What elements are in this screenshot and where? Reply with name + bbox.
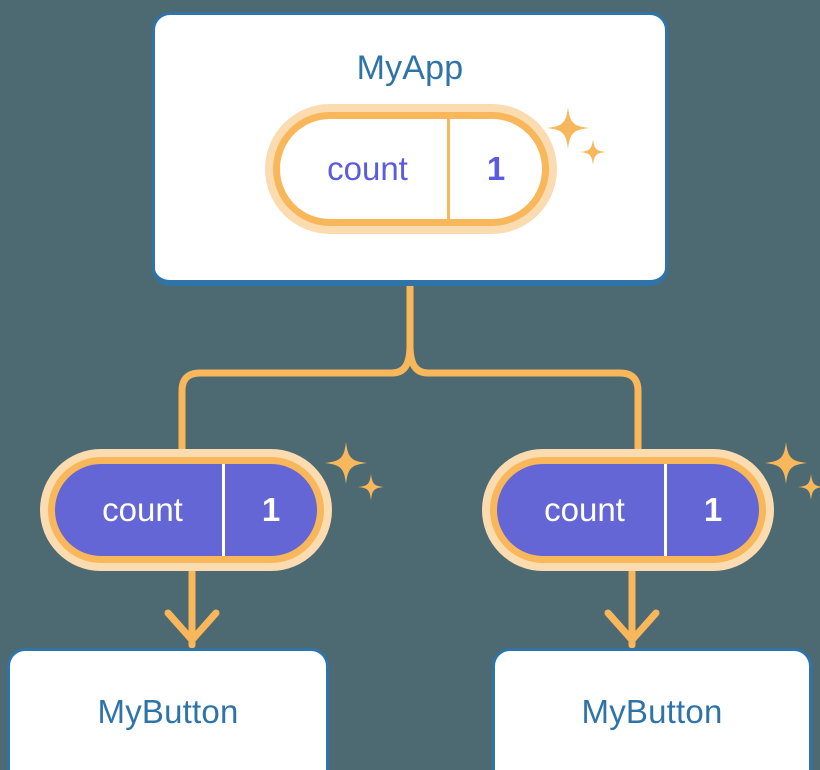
state-key: count [280,119,450,219]
state-pill-body[interactable]: count 1 [273,112,549,226]
four-point-star-icon [765,442,807,484]
state-pill-button-left[interactable]: count 1 [48,457,324,563]
four-point-star-small-icon [358,474,384,500]
state-pill-body[interactable]: count 1 [490,457,766,563]
state-value: 1 [703,491,723,528]
state-key: count [497,464,667,556]
state-value: 1 [486,150,506,187]
sparkle-icon-button-left [325,442,384,500]
component-card-button-left[interactable]: MyButton [7,648,329,770]
component-title-myapp: MyApp [356,49,464,87]
component-card-button-right[interactable]: MyButton [492,648,812,770]
connector-branch-left [178,341,414,470]
state-pill-myapp[interactable]: count 1 [273,112,549,226]
component-title-button-left: MyButton [97,693,239,730]
sparkle-icon-button-right [765,442,820,500]
four-point-star-small-icon [798,474,820,500]
state-pill-body[interactable]: count 1 [48,457,324,563]
state-key: count [55,464,225,556]
arrow-down-icon-right [604,609,660,644]
component-title-button-right: MyButton [581,693,723,730]
arrow-down-icon-left [164,609,220,644]
state-pill-button-right[interactable]: count 1 [490,457,766,563]
connector-branch-right [406,341,642,470]
four-point-star-icon [325,442,367,484]
state-value: 1 [261,491,281,528]
